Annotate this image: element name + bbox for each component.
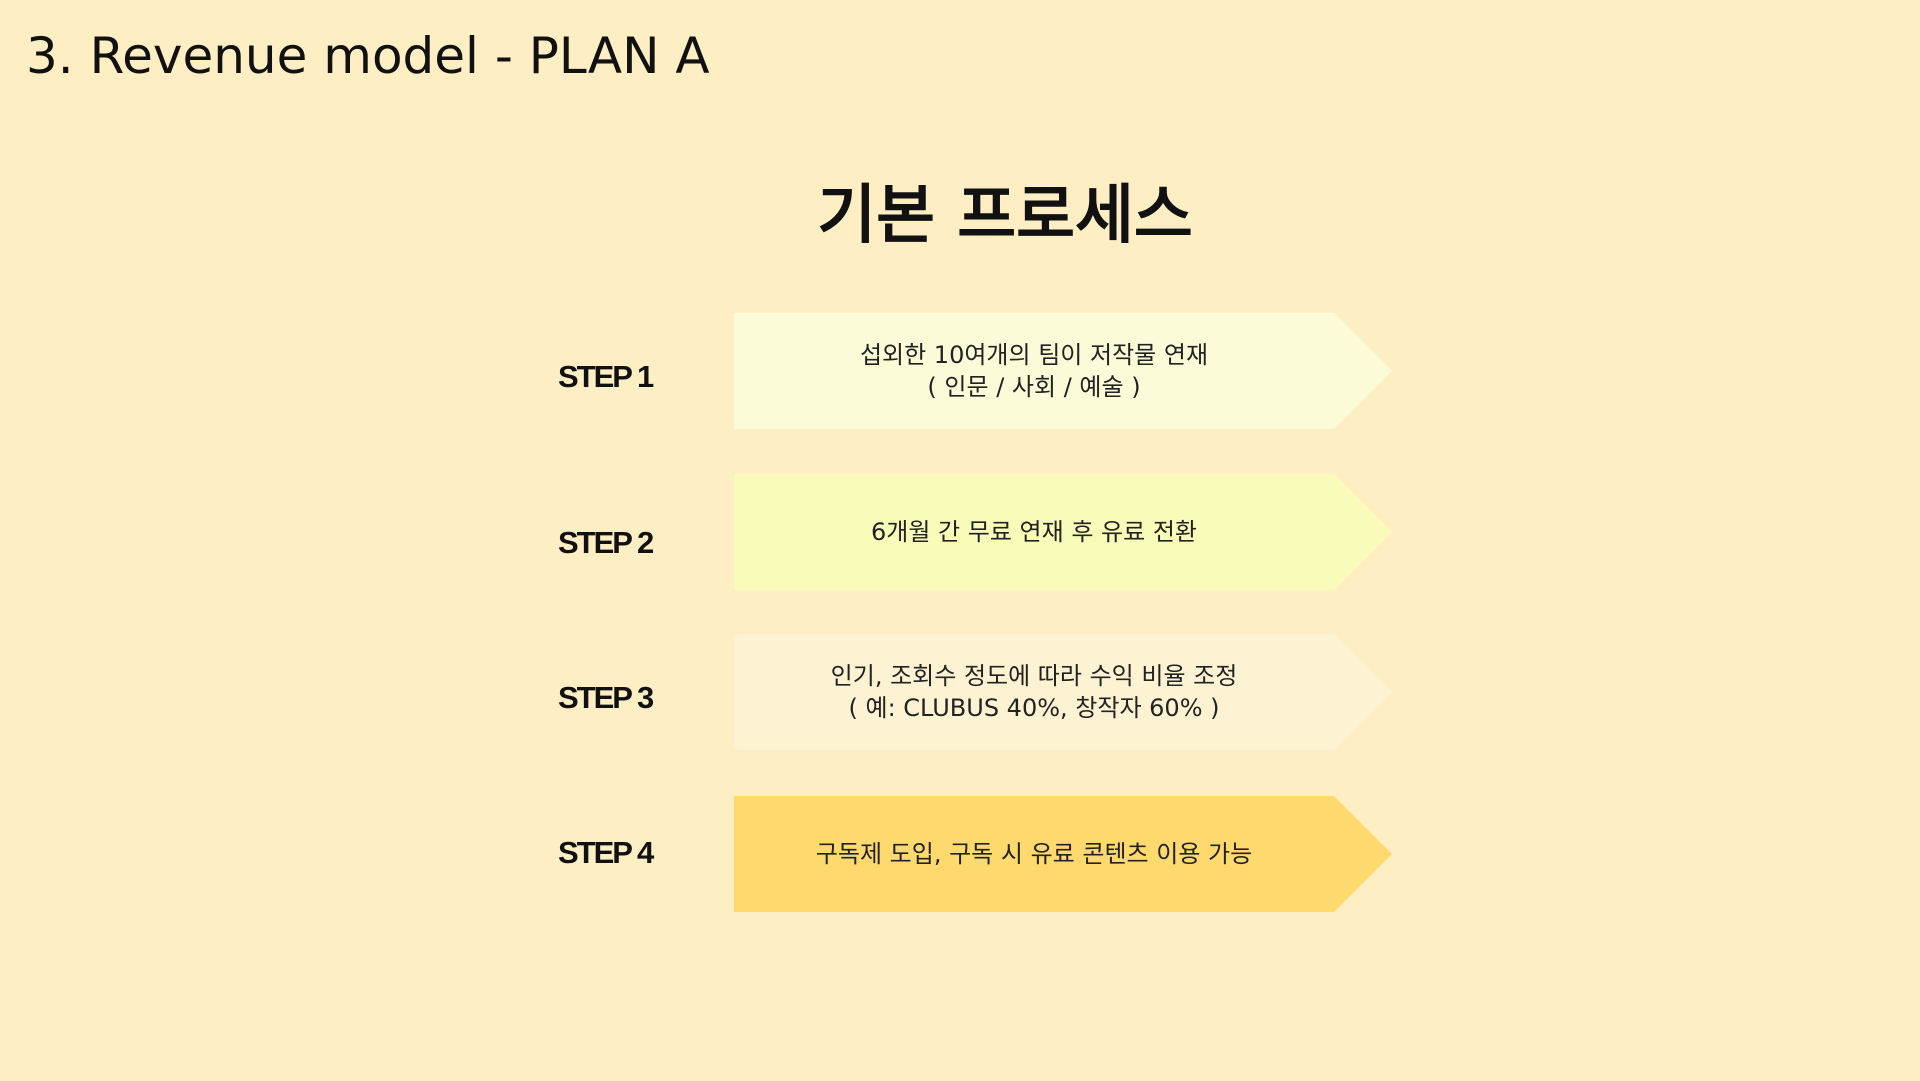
step-3-line-2: ( 예: CLUBUS 40%, 창작자 60% ) <box>848 694 1220 722</box>
step-1-line-1: 섭외한 10여개의 팀이 저작물 연재 <box>859 341 1209 369</box>
step-3-arrow-shape <box>734 634 1392 750</box>
step-4-arrow: 구독제 도입, 구독 시 유료 콘텐츠 이용 가능 <box>734 796 1392 912</box>
step-2-line-1: 6개월 간 무료 연재 후 유료 전환 <box>870 518 1197 546</box>
step-1-arrow: 섭외한 10여개의 팀이 저작물 연재 ( 인문 / 사회 / 예술 ) <box>734 313 1392 429</box>
step-2-arrow-shape <box>734 474 1392 590</box>
slide-title: 3. Revenue model - PLAN A <box>26 27 710 85</box>
step-2-arrow: 6개월 간 무료 연재 후 유료 전환 <box>734 474 1392 590</box>
step-4-label: STEP 4 <box>558 835 654 870</box>
step-1-text: 섭외한 10여개의 팀이 저작물 연재 ( 인문 / 사회 / 예술 ) <box>734 313 1334 429</box>
step-3-text: 인기, 조회수 정도에 따라 수익 비율 조정 ( 예: CLUBUS 40%,… <box>734 634 1334 750</box>
step-4-line-1: 구독제 도입, 구독 시 유료 콘텐츠 이용 가능 <box>815 840 1253 868</box>
step-2-text: 6개월 간 무료 연재 후 유료 전환 <box>734 474 1334 590</box>
step-4-arrow-shape <box>734 796 1392 912</box>
step-4-text: 구독제 도입, 구독 시 유료 콘텐츠 이용 가능 <box>734 796 1334 912</box>
step-1-arrow-shape <box>734 313 1392 429</box>
step-3-label: STEP 3 <box>558 680 654 715</box>
step-1-label: STEP 1 <box>558 359 654 394</box>
step-3-line-1: 인기, 조회수 정도에 따라 수익 비율 조정 <box>830 662 1238 690</box>
step-3-arrow: 인기, 조회수 정도에 따라 수익 비율 조정 ( 예: CLUBUS 40%,… <box>734 634 1392 750</box>
step-1-line-2: ( 인문 / 사회 / 예술 ) <box>927 373 1141 401</box>
diagram-title: 기본 프로세스 <box>817 179 1193 253</box>
step-2-label: STEP 2 <box>558 525 654 560</box>
